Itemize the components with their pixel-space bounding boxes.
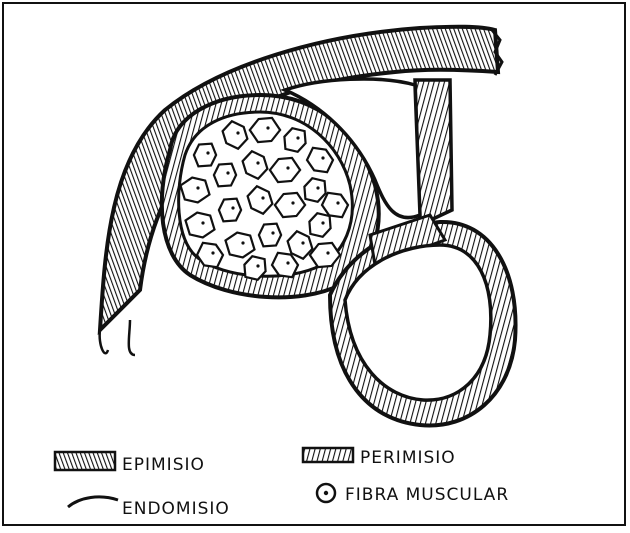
fibra-nucleus — [291, 201, 294, 204]
fibra-nucleus — [226, 171, 229, 174]
fibra-cell — [284, 128, 305, 152]
fibra-cell — [309, 213, 330, 237]
fibra-cell — [219, 199, 241, 222]
legend-epimisio-label: EPIMISIO — [122, 455, 205, 475]
fibra-cell — [194, 144, 216, 167]
fibra-nucleus — [321, 156, 324, 159]
fibra-cell — [186, 213, 215, 238]
fibra-nucleus — [326, 251, 329, 254]
fibra-cell — [181, 178, 210, 203]
fibra-nucleus — [266, 126, 269, 129]
fibra-nucleus — [301, 241, 304, 244]
fibra-cell — [226, 233, 255, 258]
fibra-nucleus — [336, 201, 339, 204]
fibra-nucleus — [261, 196, 264, 199]
fibra-cell — [304, 178, 325, 202]
epimisio-hatch-icon — [55, 452, 115, 470]
fibra-cell — [244, 256, 265, 280]
fibra-nucleus — [211, 251, 214, 254]
fibra-nucleus — [206, 151, 209, 154]
fibra-circle-icon — [317, 484, 335, 502]
fibra-nucleus — [256, 161, 259, 164]
legend-perimisio-label: PERIMISIO — [360, 448, 456, 468]
fibra-cell — [214, 164, 236, 187]
fibra-nucleus — [256, 264, 259, 267]
fibra-nucleus — [286, 166, 289, 169]
fibra-nucleus — [296, 136, 299, 139]
fibra-nucleus — [236, 131, 239, 134]
fibra-nucleus — [271, 231, 274, 234]
perimisio-hatch-icon — [303, 448, 353, 462]
legend-fibra-label: FIBRA MUSCULAR — [345, 485, 509, 505]
fibra-nucleus — [196, 186, 199, 189]
fibra-nucleus — [231, 206, 234, 209]
fibra-nucleus — [316, 186, 319, 189]
fibra-nucleus — [286, 261, 289, 264]
fibra-nucleus — [201, 221, 204, 224]
fibra-nucleus — [321, 221, 324, 224]
fibra-cell — [259, 224, 281, 247]
fibra-nucleus — [241, 241, 244, 244]
legend-endomisio-label: ENDOMISIO — [122, 499, 230, 519]
